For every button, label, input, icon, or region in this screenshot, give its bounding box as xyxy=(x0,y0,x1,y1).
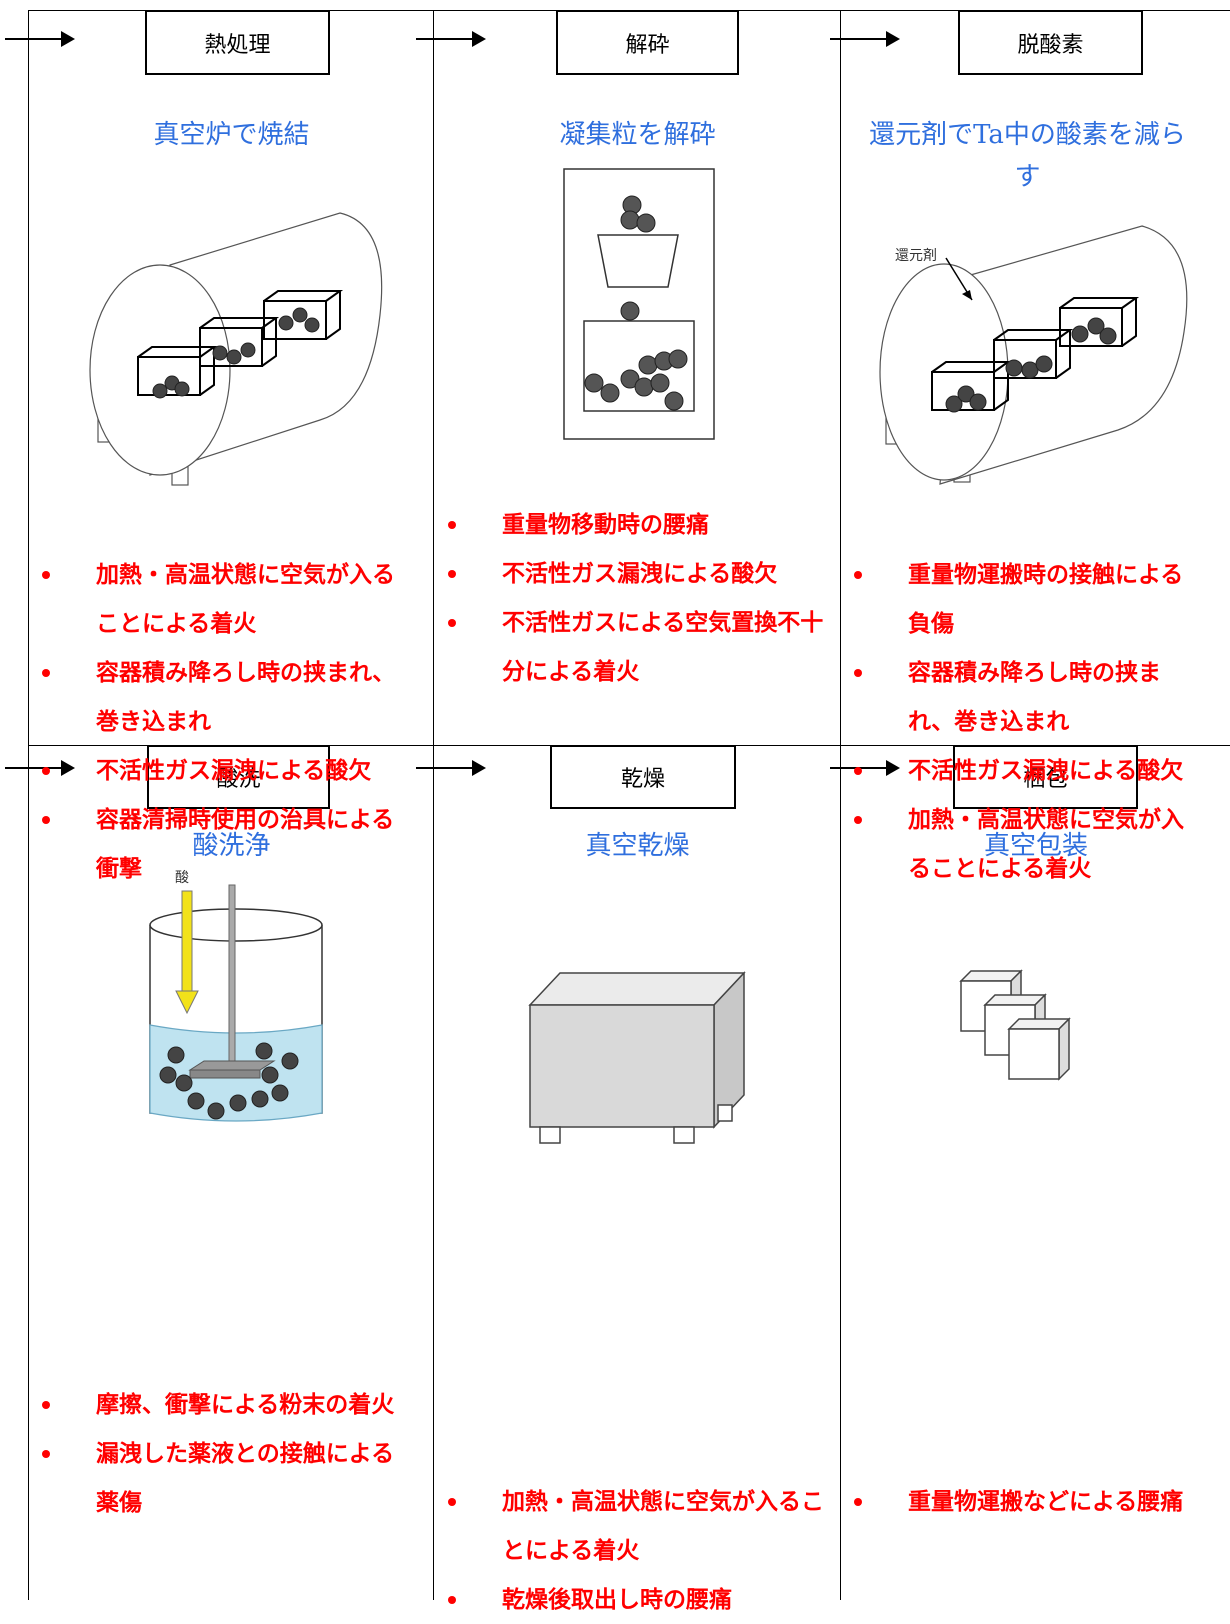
flow-arrow xyxy=(416,760,486,776)
crusher-icon xyxy=(563,168,715,440)
hazard-list: 加熱・高温状態に空気が入ることによる着火乾燥後取出し時の腰痛 xyxy=(444,1477,824,1624)
step-box-crushing: 解砕 xyxy=(556,10,739,75)
step-title: 真空乾燥 xyxy=(585,831,690,861)
step-box-packing: 梱包 xyxy=(953,745,1138,809)
flow-arrow xyxy=(830,31,900,47)
column-line-3 xyxy=(840,10,841,1600)
step-box-acid-wash: 酸洗 xyxy=(147,745,330,809)
hazard-item: 加熱・高温状態に空気が入ることによる着火 xyxy=(444,1477,824,1575)
hazard-item: 加熱・高温状態に空気が入ることによる着火 xyxy=(850,795,1200,893)
column-line-2 xyxy=(433,10,434,1600)
hazard-item: 容器積み降ろし時の挟まれ、巻き込まれ xyxy=(38,648,413,746)
hazard-item: 不活性ガスによる空気置換不十分による着火 xyxy=(444,598,824,696)
acid-wash-tank-icon xyxy=(149,884,323,1122)
flow-arrow xyxy=(830,760,900,776)
hazard-item: 容器清掃時使用の治具による衝撃 xyxy=(38,795,413,893)
hazard-item: 重量物移動時の腰痛 xyxy=(444,500,824,549)
hazard-list: 重量物移動時の腰痛不活性ガス漏洩による酸欠不活性ガスによる空気置換不十分による着… xyxy=(444,500,824,696)
flow-arrow xyxy=(5,31,75,47)
hazard-list: 摩擦、衝撃による粉末の着火漏洩した薬液との接触による薬傷 xyxy=(38,1380,413,1527)
step-box-drying: 乾燥 xyxy=(550,745,736,809)
hazard-list: 加熱・高温状態に空気が入ることによる着火容器積み降ろし時の挟まれ、巻き込まれ不活… xyxy=(38,550,413,893)
step-title: 真空包装 xyxy=(983,831,1088,861)
hazard-item: 重量物運搬などによる腰痛 xyxy=(850,1477,1200,1526)
step-title: 還元剤でTa中の酸素を減らす xyxy=(869,120,1186,192)
hazard-item: 不活性ガス漏洩による酸欠 xyxy=(444,549,824,598)
flow-arrow xyxy=(5,760,75,776)
hazard-item: 加熱・高温状態に空気が入ることによる着火 xyxy=(38,550,413,648)
hazard-item: 不活性ガス漏洩による酸欠 xyxy=(850,746,1200,795)
flow-arrow xyxy=(416,31,486,47)
column-line-1 xyxy=(28,10,29,1600)
hazard-list: 重量物運搬などによる腰痛 xyxy=(850,1477,1200,1526)
hazard-item: 容器積み降ろし時の挟まれ、巻き込まれ xyxy=(850,648,1200,746)
hazard-item: 漏洩した薬液との接触による薬傷 xyxy=(38,1429,413,1527)
step-title: 真空炉で焼結 xyxy=(153,120,310,150)
hazard-list: 重量物運搬時の接触による負傷容器積み降ろし時の挟まれ、巻き込まれ不活性ガス漏洩に… xyxy=(850,550,1200,893)
step-title: 凝集粒を解砕 xyxy=(559,120,716,150)
deoxidation-furnace-icon xyxy=(879,225,1188,485)
vacuum-dryer-icon xyxy=(528,971,746,1144)
hazard-item: 重量物運搬時の接触による負傷 xyxy=(850,550,1200,648)
reducing-agent-label: 還元剤 xyxy=(895,248,937,264)
acid-label: 酸 xyxy=(175,870,189,886)
step-title: 酸洗浄 xyxy=(192,831,271,861)
hazard-item: 不活性ガス漏洩による酸欠 xyxy=(38,746,413,795)
step-box-heat-treatment: 熱処理 xyxy=(145,10,330,75)
hazard-item: 摩擦、衝撃による粉末の着火 xyxy=(38,1380,413,1429)
step-box-deoxidation: 脱酸素 xyxy=(958,10,1143,75)
vacuum-furnace-icon xyxy=(89,212,383,486)
package-boxes-icon xyxy=(959,969,1071,1081)
